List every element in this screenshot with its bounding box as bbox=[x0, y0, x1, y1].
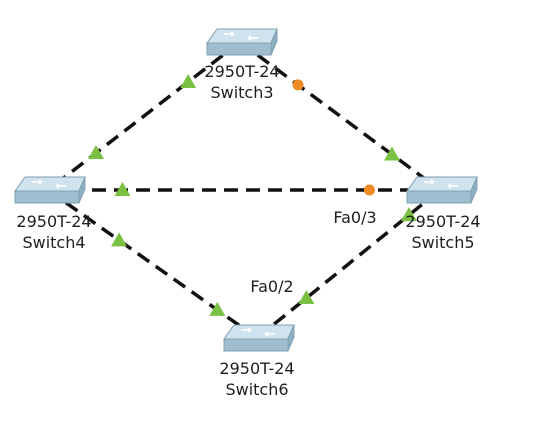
labels-layer: 2950T-24 Switch3 2950T-24 Switch4 2950T-… bbox=[16, 62, 480, 399]
switch4-top-face bbox=[14, 176, 86, 192]
switch3-front-face bbox=[206, 42, 272, 56]
port-label-fa03: Fa0/3 bbox=[333, 208, 376, 227]
switch4-name-label: Switch4 bbox=[22, 233, 85, 252]
switch5-name-label: Switch5 bbox=[411, 233, 474, 252]
switch4-side-face bbox=[78, 176, 86, 204]
link-s3-s4 bbox=[46, 40, 242, 192]
switch6-arrows-icon bbox=[241, 327, 275, 337]
switch4-arrows-icon bbox=[32, 179, 66, 189]
switch5-switch-icon[interactable] bbox=[406, 176, 478, 204]
switch3-switch-icon[interactable] bbox=[206, 28, 278, 56]
link-s3-s5 bbox=[238, 40, 442, 192]
switch3-port-indicator-circle-icon bbox=[292, 79, 304, 91]
switch6-front-face bbox=[223, 338, 289, 352]
switch3-top-face bbox=[206, 28, 278, 44]
switch4-port-indicator-triangle-up-icon bbox=[88, 145, 104, 159]
switch3-name-label: Switch3 bbox=[210, 83, 273, 102]
switches-layer bbox=[14, 28, 478, 352]
switch4-port-indicator-triangle-up-icon bbox=[111, 232, 128, 247]
switch5-port-indicator-triangle-up-icon bbox=[400, 207, 417, 222]
switch4-front-face bbox=[14, 190, 80, 204]
switch4-switch-icon[interactable] bbox=[14, 176, 86, 204]
switch3-arrows-icon bbox=[224, 31, 258, 41]
switch6-switch-icon[interactable] bbox=[223, 324, 295, 352]
switch5-arrows-icon bbox=[424, 179, 458, 189]
switch5-front-face bbox=[406, 190, 472, 204]
switch6-name-label: Switch6 bbox=[225, 380, 288, 399]
switch6-top-face bbox=[223, 324, 295, 340]
switch3-port-indicator-triangle-up-icon bbox=[180, 73, 197, 88]
switch5-port-indicator-triangle-up-icon bbox=[384, 146, 400, 161]
switch3-model-label: 2950T-24 bbox=[204, 62, 279, 81]
switch6-port-indicator-triangle-up-icon bbox=[209, 301, 226, 316]
port-label-fa02: Fa0/2 bbox=[250, 277, 293, 296]
link-s6-s5 bbox=[255, 188, 442, 340]
switch3-side-face bbox=[270, 28, 278, 56]
switch5-model-label: 2950T-24 bbox=[405, 212, 480, 231]
switch6-side-face bbox=[287, 324, 295, 352]
indicators-layer bbox=[88, 73, 417, 316]
switch4-model-label: 2950T-24 bbox=[16, 212, 91, 231]
switch4-port-indicator-triangle-up-icon bbox=[114, 182, 131, 196]
switch5-top-face bbox=[406, 176, 478, 192]
links-layer bbox=[46, 40, 442, 340]
switch6-model-label: 2950T-24 bbox=[219, 359, 294, 378]
switch5-side-face bbox=[470, 176, 478, 204]
switch5-port-indicator-circle-icon bbox=[363, 184, 375, 196]
switch6-port-indicator-triangle-up-icon bbox=[298, 290, 315, 305]
